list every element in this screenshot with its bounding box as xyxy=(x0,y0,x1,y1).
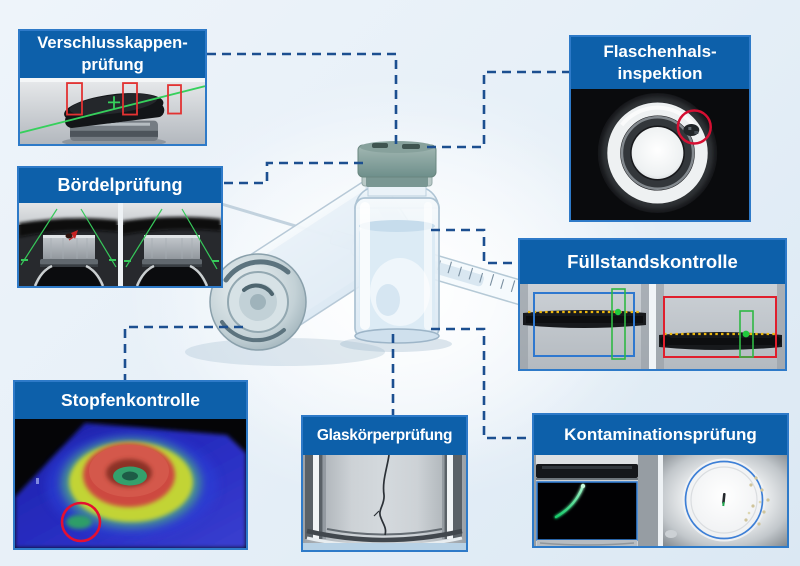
card-title-line: Füllstandskontrolle xyxy=(567,250,738,272)
card-flaschenhalsinspektion: Flaschenhals- inspektion xyxy=(569,35,751,222)
kontamination-inspection-image xyxy=(534,455,787,546)
card-title: Glaskörperprüfung xyxy=(303,417,466,455)
card-title: Stopfenkontrolle xyxy=(15,382,246,419)
card-fuellstandskontrolle: Füllstandskontrolle xyxy=(518,238,787,371)
card-title: Füllstandskontrolle xyxy=(520,240,785,284)
card-title: Kontaminationsprüfung xyxy=(534,415,787,455)
card-boerdelpruefung: Bördelprüfung xyxy=(17,166,223,288)
glaskoerper-inspection-image xyxy=(303,455,466,550)
flaschenhals-inspection-image xyxy=(571,89,749,220)
verschlusskappen-inspection-image xyxy=(20,78,205,144)
card-verschlusskappenpruefung: Verschlusskappen- prüfung xyxy=(18,29,207,146)
connector-flaschenhalsinspektion xyxy=(427,70,569,149)
boerdel-inspection-image xyxy=(19,203,221,286)
card-title-line: inspektion xyxy=(617,64,703,83)
card-title-line: Flaschenhals- xyxy=(603,41,717,61)
connector-kontaminationspruefung xyxy=(431,327,532,440)
card-title-line: prüfung xyxy=(81,55,144,74)
connector-verschlusskappenpruefung xyxy=(207,52,398,146)
card-title-line: Glaskörperprüfung xyxy=(316,426,453,444)
connector-boerdelpruefung xyxy=(224,161,366,185)
card-title: Flaschenhals- inspektion xyxy=(571,37,749,89)
card-title-line: Kontaminationsprüfung xyxy=(564,424,757,444)
card-stopfenkontrolle: Stopfenkontrolle xyxy=(13,380,248,550)
stopfen-inspection-image xyxy=(15,419,246,548)
card-title: Bördelprüfung xyxy=(19,168,221,203)
card-title-line: Stopfenkontrolle xyxy=(60,390,201,411)
connector-fuellstandskontrolle xyxy=(431,228,518,265)
fuellstand-inspection-image xyxy=(520,284,785,369)
card-glaskoerperpruefung: Glaskörperprüfung xyxy=(301,415,468,552)
card-title-line: Verschlusskappen- xyxy=(37,34,188,53)
connector-stopfenkontrolle xyxy=(123,325,243,380)
card-title-line: Bördelprüfung xyxy=(57,174,183,195)
card-kontaminationspruefung: Kontaminationsprüfung xyxy=(532,413,789,548)
card-title: Verschlusskappen- prüfung xyxy=(20,31,205,78)
